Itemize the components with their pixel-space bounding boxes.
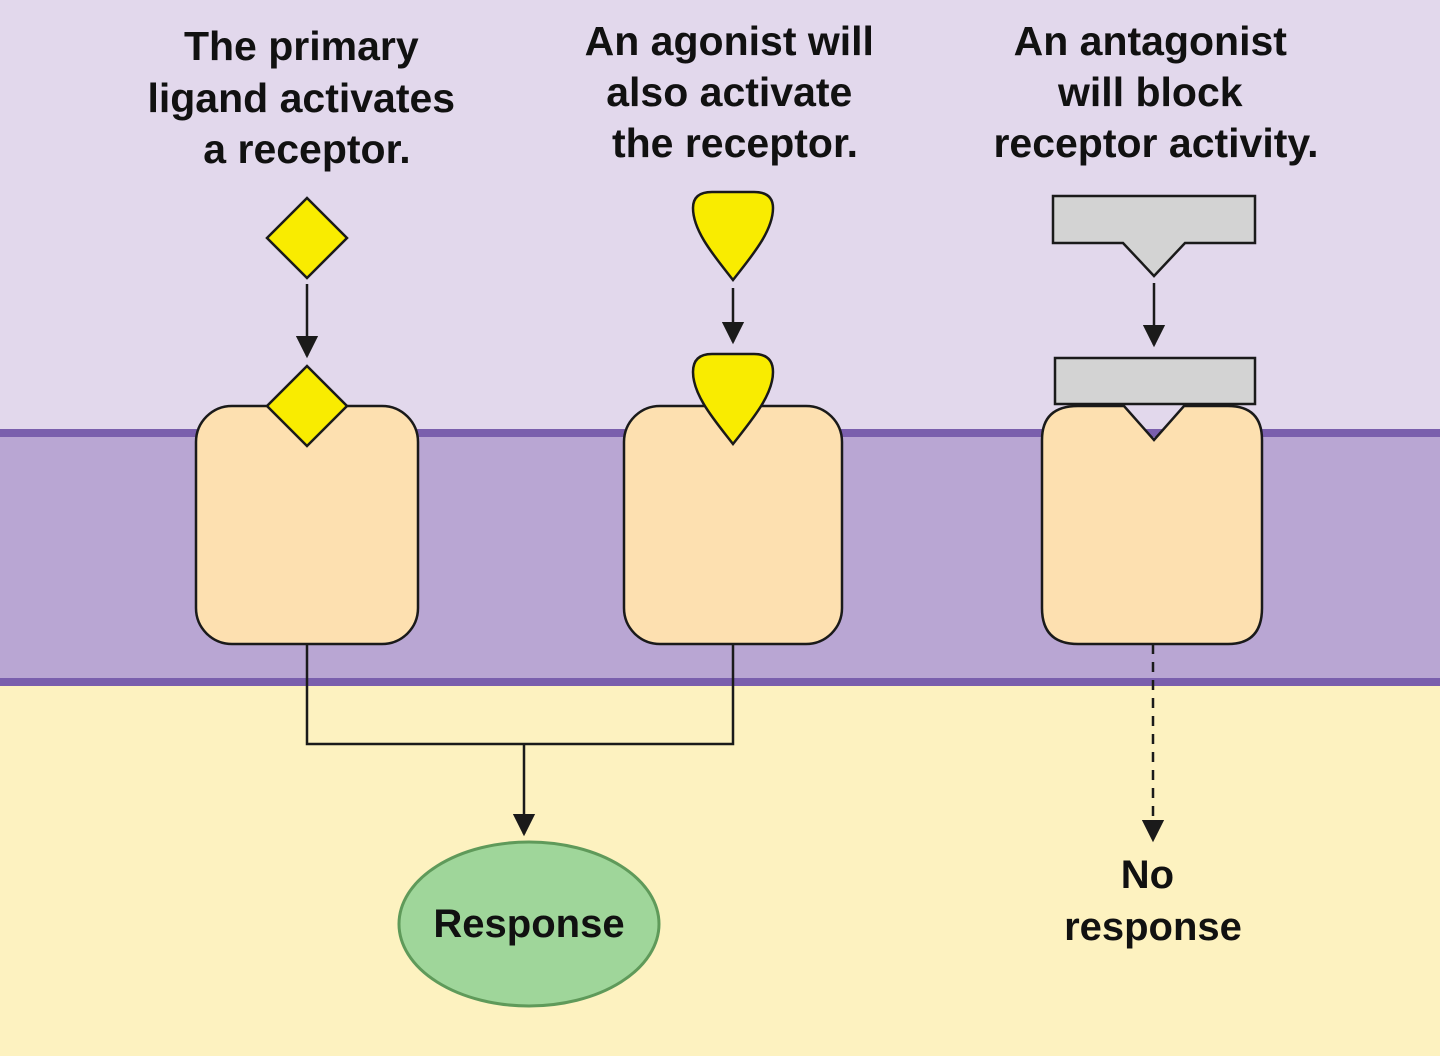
primary-ligand-caption: The primary ligand activates a receptor. [147, 23, 466, 172]
no-response-label: No response [1064, 853, 1242, 949]
agonist-ligand-icon [691, 190, 775, 283]
response-node [397, 840, 661, 1008]
response-label: Response [433, 902, 624, 946]
bound-antagonist-block-icon [1053, 356, 1257, 406]
membrane-inner-edge [0, 678, 1440, 686]
receptor-3 [1040, 404, 1264, 646]
antagonist-caption: An antagonist will block receptor activi… [993, 18, 1318, 166]
intracellular-region [0, 686, 1440, 1056]
primary-ligand-diamond-icon [265, 196, 349, 280]
bound-primary-ligand-diamond-icon [265, 364, 349, 448]
agonist-caption: An agonist will also activate the recept… [585, 18, 886, 166]
antagonist-block-icon [1051, 194, 1257, 278]
bound-agonist-ligand-icon [691, 352, 775, 447]
signal-path-1-2 [305, 644, 735, 746]
